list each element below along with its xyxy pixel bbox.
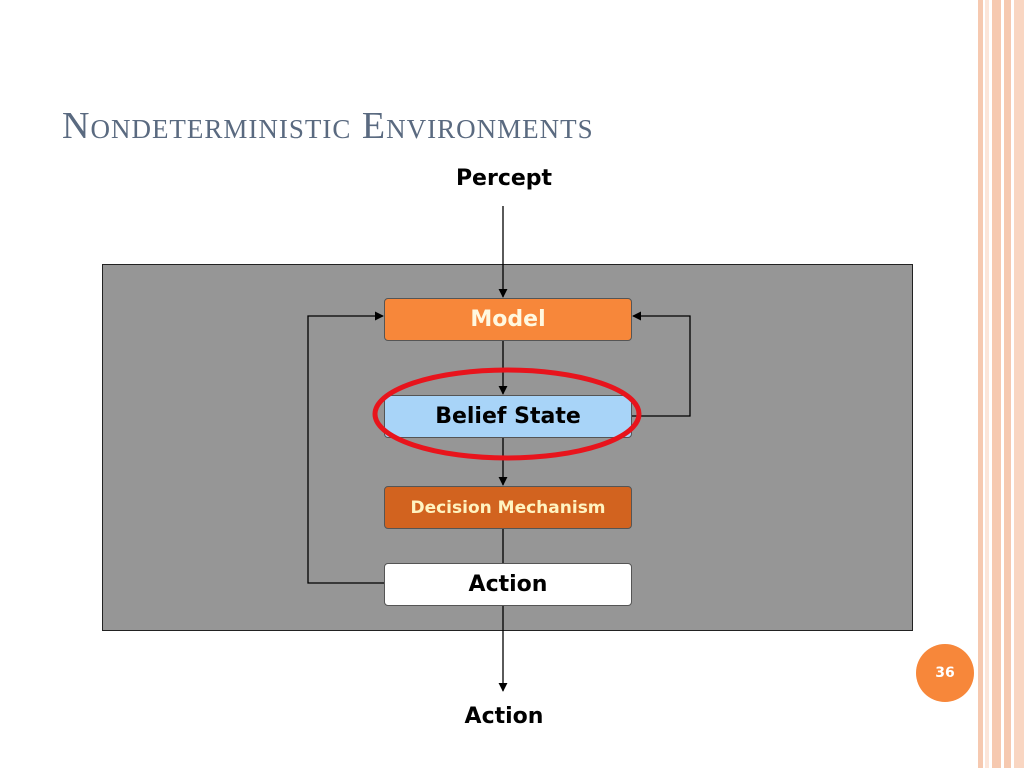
model-box: Model [384,298,632,341]
belief-state-label: Belief State [435,404,581,429]
percept-label: Percept [455,166,553,191]
page-number-badge: 36 [916,644,974,702]
belief-state-box: Belief State [384,395,632,438]
action-box-label: Action [468,572,548,597]
belief-state-highlight-ellipse [372,367,642,461]
decor-stripe [992,0,1001,768]
decor-stripe [985,0,989,768]
action-output-label: Action [464,704,544,729]
slide-title: Nondeterministic Environments [62,105,594,147]
page-number: 36 [935,665,955,681]
model-label: Model [470,307,546,332]
decor-stripe [978,0,983,768]
decor-stripe [1004,0,1011,768]
action-box: Action [384,563,632,606]
decor-stripe [1014,0,1024,768]
decision-mechanism-box: Decision Mechanism [384,486,632,529]
belief-feedback-arrow [632,311,691,417]
decision-mechanism-label: Decision Mechanism [410,497,606,518]
action-feedback-arrow [307,311,384,584]
